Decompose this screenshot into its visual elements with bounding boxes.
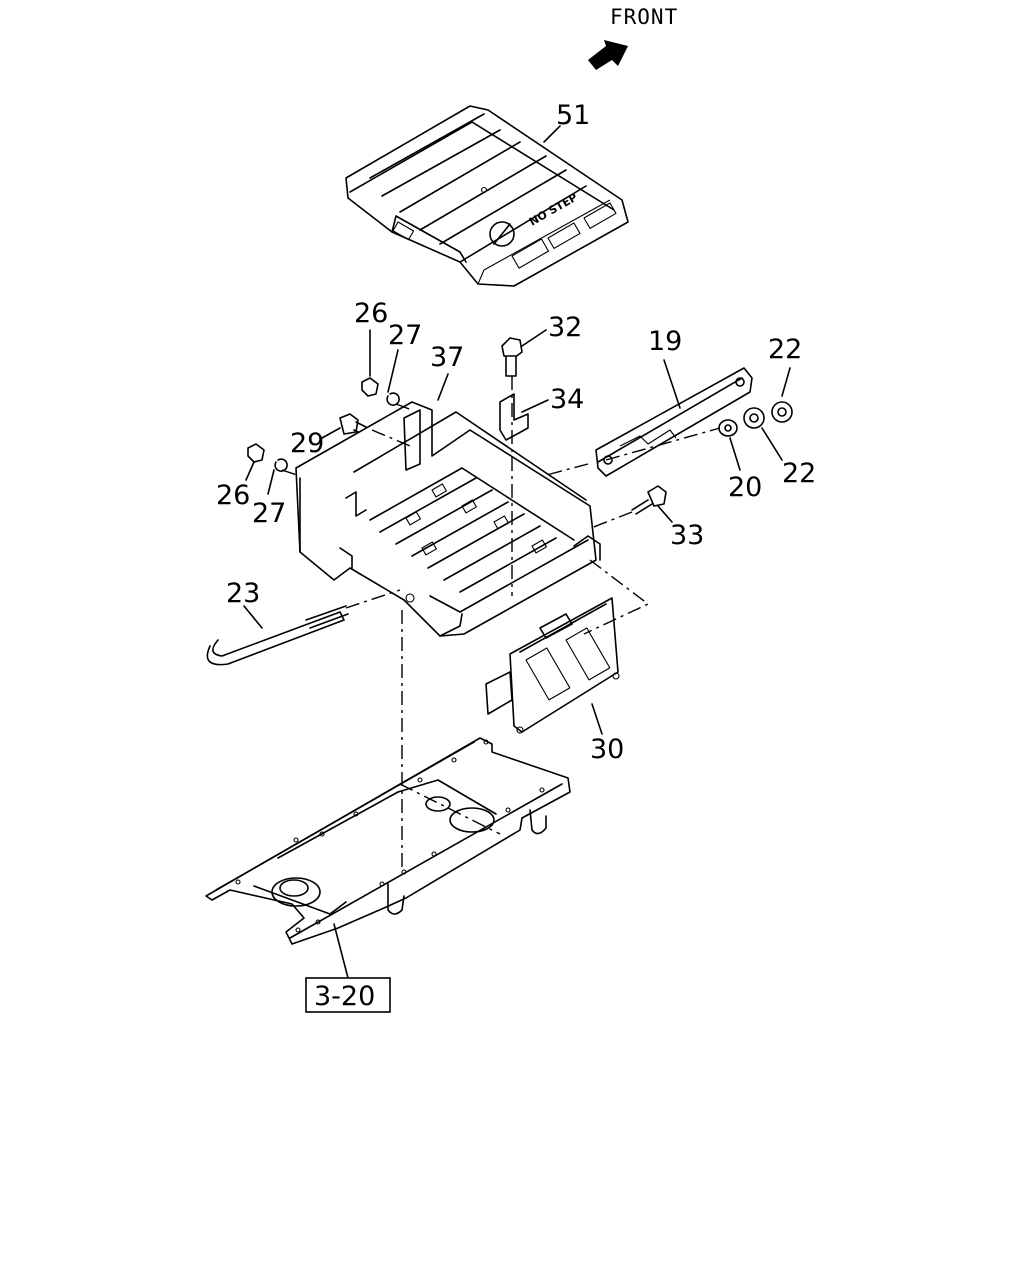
part-26-nut-lower <box>247 443 265 463</box>
front-arrow-icon <box>588 40 628 70</box>
part-37-battery-tray <box>295 401 601 637</box>
leader-20 <box>729 437 741 471</box>
callout-22-lower: 22 <box>782 458 816 489</box>
centerline-fasteners <box>371 403 413 447</box>
part-51-step-cover: NO STEP <box>345 105 629 287</box>
part-27-lockwasher-lower <box>274 458 288 472</box>
callout-34: 34 <box>550 384 584 415</box>
reference-box <box>305 977 391 1013</box>
callout-23: 23 <box>226 578 260 609</box>
part-19-rail <box>595 367 753 477</box>
leader-34 <box>521 399 549 413</box>
leader-23 <box>243 605 263 629</box>
callout-33: 33 <box>670 520 704 551</box>
callout-19: 19 <box>648 326 682 357</box>
centerline-30 <box>583 559 650 635</box>
leader-37 <box>437 373 449 401</box>
leader-22-upper <box>781 367 791 397</box>
leader-27-lower <box>267 469 275 495</box>
callout-26-lower: 26 <box>216 480 250 511</box>
callout-20: 20 <box>728 472 762 503</box>
part-34-bracket <box>499 393 529 441</box>
part-30-mounting-plate <box>485 597 620 734</box>
callout-51: 51 <box>556 100 590 131</box>
part-33-bolt <box>631 485 667 515</box>
part-27-lockwasher-upper <box>386 392 400 406</box>
leader-33 <box>657 505 673 523</box>
leader-32 <box>521 329 547 347</box>
leader-19 <box>663 359 681 409</box>
leader-27-upper <box>387 349 399 393</box>
part-23-hold-down-rod <box>206 605 349 666</box>
part-22-nut-lower <box>743 407 765 429</box>
leader-30 <box>591 703 603 735</box>
callout-27-upper: 27 <box>388 320 422 351</box>
centerline-frame-cross <box>399 783 501 835</box>
part-22-nut-upper <box>771 401 793 423</box>
callout-37: 37 <box>430 342 464 373</box>
callout-27-lower: 27 <box>252 498 286 529</box>
callout-26-upper: 26 <box>354 298 388 329</box>
centerline-lower-fasteners <box>281 469 301 477</box>
leader-22-lower <box>761 427 783 461</box>
leader-26-lower <box>245 461 255 481</box>
part-20-washer <box>718 419 738 437</box>
callout-32: 32 <box>548 312 582 343</box>
leader-3-20 <box>333 923 349 979</box>
part-32-bolt <box>501 337 523 377</box>
callout-30: 30 <box>590 734 624 765</box>
callout-22-upper: 22 <box>768 334 802 365</box>
callout-29: 29 <box>290 428 324 459</box>
part-29-bolt <box>339 413 373 439</box>
reference-label: 3-20 <box>314 981 375 1012</box>
centerline-23 <box>345 589 401 609</box>
chassis-frame <box>205 737 571 945</box>
part-26-nut-upper <box>361 377 379 397</box>
leader-29 <box>321 427 341 439</box>
centerline-33 <box>585 511 633 531</box>
front-label: FRONT <box>610 5 678 29</box>
leader-51 <box>543 125 561 143</box>
